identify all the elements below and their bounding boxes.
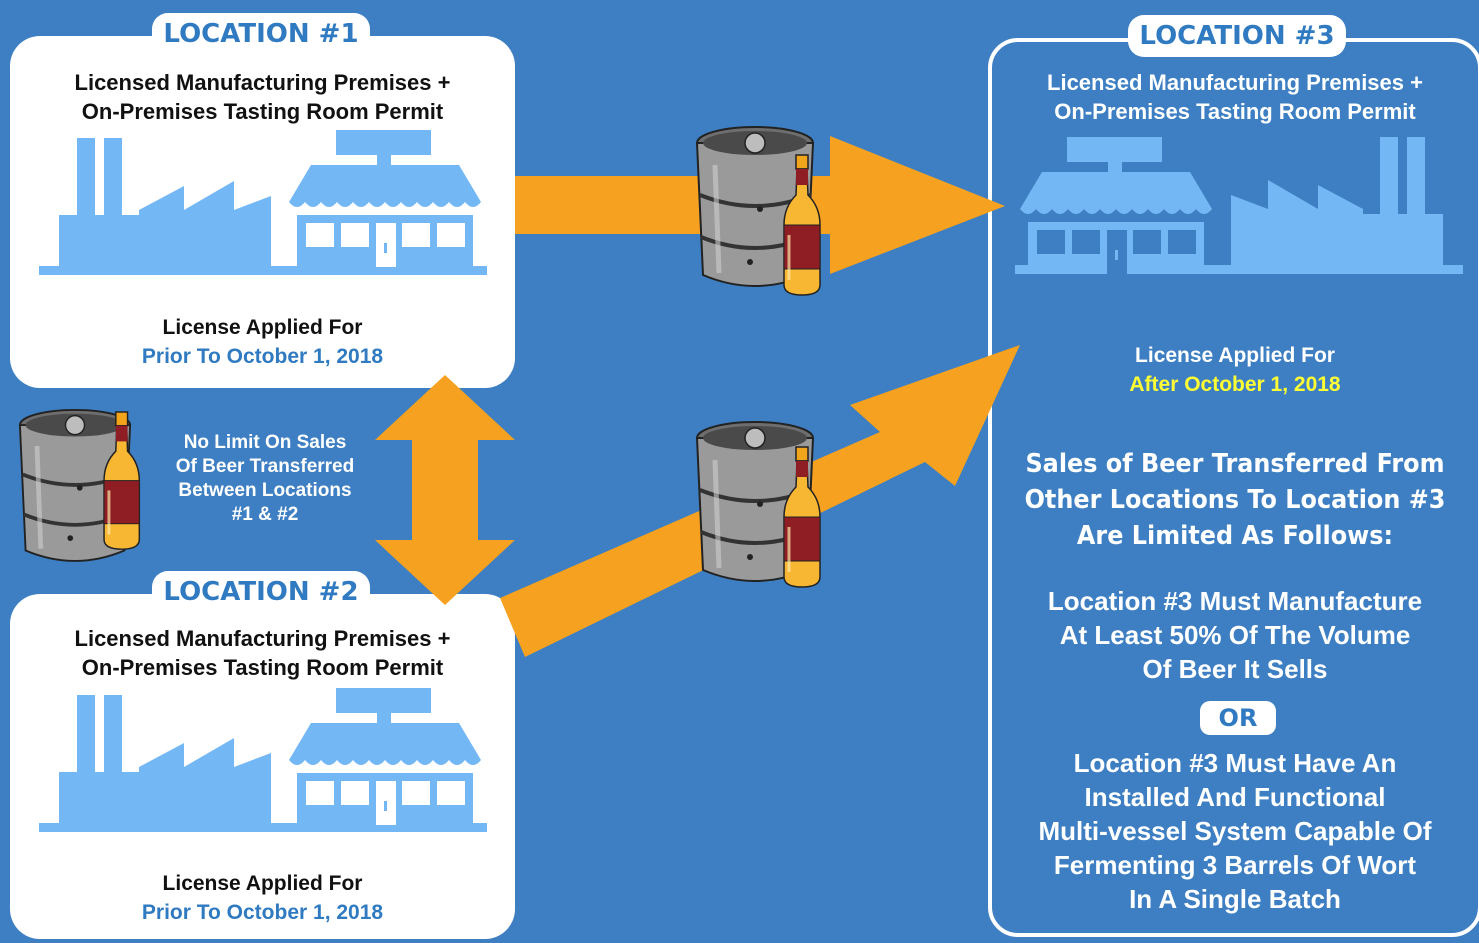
or-badge: OR bbox=[1200, 701, 1276, 735]
permit-line: Licensed Manufacturing Premises + bbox=[74, 626, 451, 651]
rule-line: Installed And Functional bbox=[1084, 782, 1386, 812]
limit-rule-1: Location #3 Must Manufacture At Least 50… bbox=[990, 584, 1479, 686]
heading-line: Are Limited As Follows: bbox=[1076, 521, 1394, 551]
storefront-icon bbox=[289, 688, 481, 825]
note-line: Of Beer Transferred bbox=[175, 456, 355, 477]
note-line: Between Locations bbox=[178, 480, 352, 501]
rule-line: Fermenting 3 Barrels Of Wort bbox=[1053, 850, 1417, 880]
heading-line: Other Locations To Location #3 bbox=[1024, 485, 1446, 515]
applied-label: License Applied For bbox=[162, 316, 363, 339]
applied-label: License Applied For bbox=[162, 872, 363, 895]
location-3-tab: LOCATION #3 bbox=[1128, 15, 1346, 57]
rule-line: In A Single Batch bbox=[1129, 884, 1341, 914]
storefront-icon bbox=[1020, 137, 1212, 274]
rule-line: Of Beer It Sells bbox=[1142, 654, 1328, 684]
storefront-icon bbox=[289, 130, 481, 267]
location-3-applied: License Applied For After October 1, 201… bbox=[990, 341, 1479, 399]
location-1-tab: LOCATION #1 bbox=[152, 13, 370, 55]
bidirectional-arrow-1-2 bbox=[375, 375, 515, 605]
transfer-note: No Limit On Sales Of Beer Transferred Be… bbox=[150, 431, 380, 527]
permit-line: On-Premises Tasting Room Permit bbox=[1054, 99, 1416, 124]
applied-label: License Applied For bbox=[1135, 344, 1335, 367]
note-line: No Limit On Sales bbox=[183, 432, 347, 453]
rule-line: Multi-vessel System Capable Of bbox=[1038, 816, 1432, 846]
location-1-permit: Licensed Manufacturing Premises + On-Pre… bbox=[10, 68, 515, 126]
location-1-applied: License Applied For Prior To October 1, … bbox=[10, 313, 515, 371]
applied-date: After October 1, 2018 bbox=[1129, 373, 1341, 396]
permit-line: On-Premises Tasting Room Permit bbox=[81, 655, 444, 680]
rule-line: Location #3 Must Have An bbox=[1073, 748, 1397, 778]
limits-heading: Sales of Beer Transferred From Other Loc… bbox=[1010, 446, 1461, 554]
rule-line: At Least 50% Of The Volume bbox=[1059, 620, 1411, 650]
permit-line: On-Premises Tasting Room Permit bbox=[81, 99, 444, 124]
limit-rule-2: Location #3 Must Have An Installed And F… bbox=[990, 746, 1479, 916]
location-2-applied: License Applied For Prior To October 1, … bbox=[10, 869, 515, 927]
location-3-permit: Licensed Manufacturing Premises + On-Pre… bbox=[990, 68, 1479, 126]
applied-date: Prior To October 1, 2018 bbox=[141, 345, 384, 368]
permit-line: Licensed Manufacturing Premises + bbox=[1047, 70, 1423, 95]
note-line: #1 & #2 bbox=[231, 504, 299, 525]
permit-line: Licensed Manufacturing Premises + bbox=[74, 70, 451, 95]
applied-date: Prior To October 1, 2018 bbox=[141, 901, 384, 924]
location-2-permit: Licensed Manufacturing Premises + On-Pre… bbox=[10, 624, 515, 682]
location-2-tab: LOCATION #2 bbox=[152, 571, 370, 613]
rule-line: Location #3 Must Manufacture bbox=[1047, 586, 1423, 616]
heading-line: Sales of Beer Transferred From bbox=[1025, 449, 1445, 479]
